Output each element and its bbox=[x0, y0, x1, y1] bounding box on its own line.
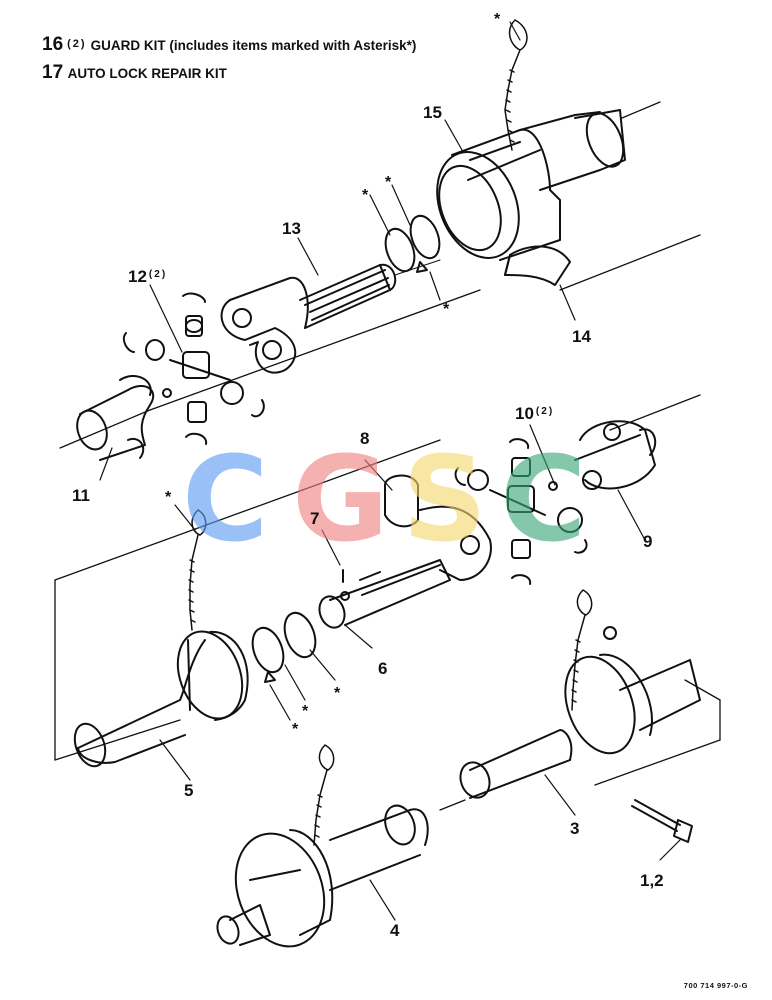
inner-yoke-13 bbox=[220, 259, 441, 374]
callout-12: 12(2) bbox=[128, 268, 167, 285]
watermark-letter: S bbox=[402, 430, 487, 568]
upper-frame-lines bbox=[59, 101, 701, 449]
asterisk-mark: * bbox=[362, 187, 369, 204]
outer-yoke-9 bbox=[574, 420, 657, 490]
legend-number: 16 bbox=[42, 34, 64, 55]
bearing-half-14 bbox=[504, 245, 571, 286]
legend-line-auto-lock: 17 AUTO LOCK REPAIR KIT bbox=[42, 62, 227, 84]
callout-number: 10 bbox=[515, 404, 534, 423]
callout-9: 9 bbox=[643, 532, 653, 551]
retaining-rings-middle bbox=[251, 611, 317, 683]
callout-6: 6 bbox=[378, 659, 388, 678]
shield-lower-4 bbox=[216, 804, 429, 948]
callout-15: 15 bbox=[423, 103, 442, 122]
asterisk-mark: * bbox=[302, 703, 309, 720]
asterisk-mark: * bbox=[165, 489, 172, 506]
callout-8: 8 bbox=[360, 429, 370, 448]
legend-text: AUTO LOCK REPAIR KIT bbox=[67, 66, 227, 81]
callout-number: 12 bbox=[128, 267, 147, 286]
watermark-letter: C bbox=[500, 430, 587, 568]
document-number: 700 714 997-0-G bbox=[683, 981, 748, 990]
safety-chain-lower bbox=[313, 744, 335, 846]
inner-tube-6 bbox=[318, 474, 492, 629]
callout-4: 4 bbox=[390, 921, 400, 940]
callout-11: 11 bbox=[72, 486, 90, 505]
callout-10: 10(2) bbox=[515, 405, 554, 422]
legend-number: 17 bbox=[42, 62, 64, 83]
callout-7: 7 bbox=[310, 509, 320, 528]
lower-assembly-3 bbox=[459, 626, 701, 799]
safety-chain-lower-right bbox=[571, 589, 593, 711]
callout-1-2: 1,2 bbox=[640, 871, 664, 890]
callout-5: 5 bbox=[184, 781, 194, 800]
bolt-1-2 bbox=[631, 799, 693, 843]
cross-bearing-12 bbox=[122, 292, 265, 445]
legend-text: GUARD KIT (includes items marked with As… bbox=[90, 38, 417, 53]
callout-14: 14 bbox=[572, 327, 591, 346]
callout-qty: (2) bbox=[148, 269, 168, 280]
outer-yoke-11 bbox=[76, 375, 155, 461]
safety-chain-upper bbox=[504, 19, 528, 151]
callout-qty: (2) bbox=[535, 406, 555, 417]
watermark-letter: G bbox=[292, 430, 389, 568]
leader-lines bbox=[99, 21, 681, 921]
asterisk-mark: * bbox=[292, 721, 299, 738]
asterisk-mark: * bbox=[494, 11, 501, 28]
asterisk-mark: * bbox=[385, 174, 392, 191]
shield-half-upper bbox=[436, 109, 626, 261]
callout-3: 3 bbox=[570, 819, 580, 838]
watermark-letter: C bbox=[182, 430, 269, 568]
lower-frame-lines bbox=[439, 679, 721, 811]
shield-half-lower bbox=[73, 630, 249, 768]
legend-line-guard-kit: 16(2)GUARD KIT (includes items marked wi… bbox=[42, 34, 416, 56]
legend-qty: (2) bbox=[67, 38, 87, 50]
asterisk-mark: * bbox=[443, 301, 450, 318]
callout-13: 13 bbox=[282, 219, 301, 238]
cross-bearing-10 bbox=[454, 438, 588, 585]
asterisk-mark: * bbox=[334, 685, 341, 702]
middle-frame-lines bbox=[54, 394, 701, 761]
safety-chain-middle bbox=[188, 509, 207, 631]
retaining-rings-upper bbox=[384, 214, 441, 273]
